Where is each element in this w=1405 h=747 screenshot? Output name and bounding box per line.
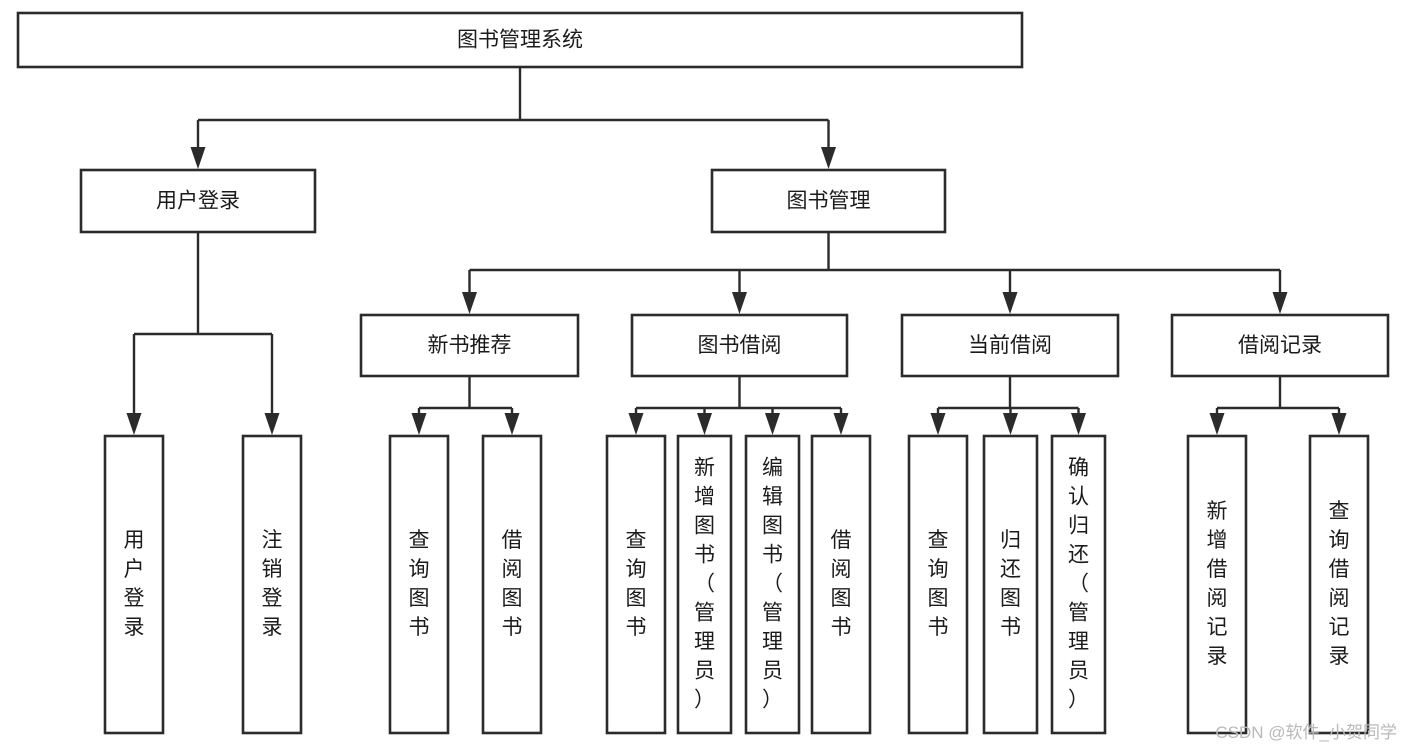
node-label: 编辑图书（管理员） — [762, 456, 783, 711]
arrow-head-icon — [1331, 413, 1347, 435]
arrow-head-icon — [504, 413, 520, 435]
node-label: 图书借阅 — [698, 334, 782, 357]
node-label: 图书管理系统 — [457, 29, 583, 52]
node-leaf-cur-return[interactable]: 归还图书 — [982, 434, 1039, 735]
node-label: 查询图书 — [409, 529, 430, 639]
node-box[interactable] — [1050, 434, 1107, 735]
node-leaf-rec-add[interactable]: 新增借阅记录 — [1186, 434, 1248, 735]
arrow-head-icon — [765, 413, 780, 435]
node-label: 用户登录 — [156, 190, 240, 213]
node-leaf-borrow-query[interactable]: 查询图书 — [605, 434, 667, 735]
node-leaf-user-login[interactable]: 用户登录 — [103, 434, 165, 735]
node-root[interactable]: 图书管理系统 — [16, 11, 1024, 69]
node-box[interactable] — [1308, 434, 1370, 735]
node-new-book-rec[interactable]: 新书推荐 — [359, 313, 580, 378]
arrow-head-icon — [732, 292, 747, 314]
node-leaf-rec-borrow[interactable]: 借阅图书 — [481, 434, 543, 735]
node-label: 注销登录 — [262, 529, 283, 639]
node-label: 确认归还（管理员） — [1068, 456, 1089, 711]
node-box[interactable] — [103, 434, 165, 735]
arrow-head-icon — [833, 413, 849, 435]
node-current-borrow[interactable]: 当前借阅 — [900, 313, 1120, 378]
node-user-login[interactable]: 用户登录 — [79, 168, 317, 234]
arrow-head-icon — [821, 147, 836, 169]
node-box[interactable] — [16, 11, 1024, 69]
connector-layer — [126, 67, 1347, 435]
csdn-watermark: CSDN @软件_小贺同学 — [1215, 723, 1397, 742]
node-label: 借阅图书 — [502, 529, 523, 639]
arrow-head-icon — [462, 292, 477, 314]
node-leaf-rec-query2[interactable]: 查询借阅记录 — [1308, 434, 1370, 735]
node-box[interactable] — [810, 434, 872, 735]
node-box[interactable] — [241, 434, 303, 735]
node-label: 归还图书 — [1000, 529, 1021, 639]
node-label: 查询借阅记录 — [1329, 500, 1350, 668]
node-box[interactable] — [900, 313, 1120, 378]
arrow-head-icon — [1002, 292, 1018, 314]
arrow-head-icon — [628, 413, 644, 435]
arrow-head-icon — [1272, 292, 1288, 314]
node-box[interactable] — [710, 168, 947, 234]
node-label: 查询图书 — [928, 529, 949, 639]
node-box[interactable] — [388, 434, 450, 735]
node-box[interactable] — [676, 434, 733, 735]
arrow-head-icon — [1071, 413, 1086, 435]
node-leaf-user-logout[interactable]: 注销登录 — [241, 434, 303, 735]
node-borrow-record[interactable]: 借阅记录 — [1170, 313, 1390, 378]
node-book-borrow[interactable]: 图书借阅 — [630, 313, 849, 378]
node-box[interactable] — [1186, 434, 1248, 735]
arrow-head-icon — [264, 413, 280, 435]
node-box[interactable] — [744, 434, 801, 735]
node-leaf-cur-confirm[interactable]: 确认归还（管理员） — [1050, 434, 1107, 735]
node-label: 新增借阅记录 — [1207, 500, 1228, 668]
node-box[interactable] — [907, 434, 969, 735]
node-label: 新增图书（管理员） — [694, 456, 715, 711]
node-label: 图书管理 — [787, 190, 871, 213]
node-leaf-borrow-add[interactable]: 新增图书（管理员） — [676, 434, 733, 735]
node-box[interactable] — [79, 168, 317, 234]
node-box[interactable] — [359, 313, 580, 378]
arrow-head-icon — [411, 413, 427, 435]
node-leaf-borrow-edit[interactable]: 编辑图书（管理员） — [744, 434, 801, 735]
node-box[interactable] — [630, 313, 849, 378]
node-label: 当前借阅 — [968, 334, 1052, 357]
arrow-head-icon — [1003, 413, 1018, 435]
node-label: 借阅记录 — [1238, 334, 1322, 357]
node-leaf-borrow-lend[interactable]: 借阅图书 — [810, 434, 872, 735]
arrow-head-icon — [930, 413, 946, 435]
node-box[interactable] — [1170, 313, 1390, 378]
arrow-head-icon — [1209, 413, 1225, 435]
node-leaf-cur-query[interactable]: 查询图书 — [907, 434, 969, 735]
arrow-head-icon — [190, 147, 206, 169]
arrow-head-icon — [126, 413, 142, 435]
node-box[interactable] — [605, 434, 667, 735]
node-label: 新书推荐 — [428, 334, 512, 357]
node-leaf-rec-query[interactable]: 查询图书 — [388, 434, 450, 735]
node-book-manage[interactable]: 图书管理 — [710, 168, 947, 234]
node-label: 查询图书 — [626, 529, 647, 639]
node-layer: 图书管理系统用户登录图书管理新书推荐图书借阅当前借阅借阅记录用户登录注销登录查询… — [16, 11, 1390, 735]
node-label: 借阅图书 — [831, 529, 852, 639]
arrow-head-icon — [697, 413, 712, 435]
node-box[interactable] — [982, 434, 1039, 735]
node-label: 用户登录 — [124, 529, 145, 639]
node-box[interactable] — [481, 434, 543, 735]
